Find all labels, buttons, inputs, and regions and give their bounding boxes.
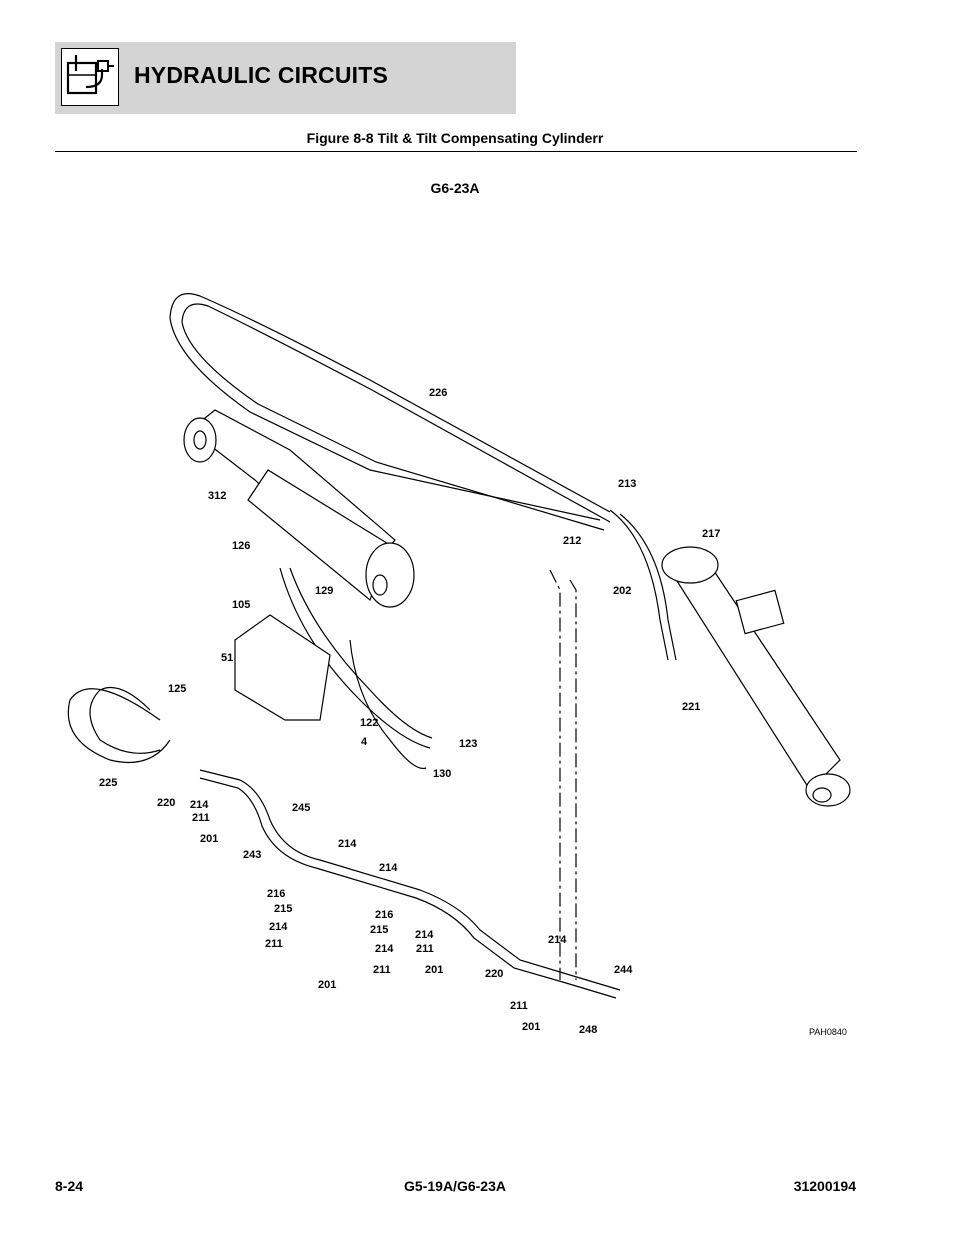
callout-211: 211 — [192, 812, 210, 824]
callout-214: 214 — [548, 934, 567, 946]
callout-125: 125 — [168, 683, 186, 695]
callout-202: 202 — [613, 585, 631, 597]
callout-122: 122 — [360, 717, 378, 729]
callout-226: 226 — [429, 387, 447, 399]
callout-201: 201 — [200, 833, 218, 845]
callout-248: 248 — [579, 1024, 597, 1036]
callout-215: 215 — [274, 903, 292, 915]
callout-212: 212 — [563, 535, 581, 547]
callout-211: 211 — [373, 964, 391, 976]
callout-216: 216 — [267, 888, 285, 900]
model-label: G6-23A — [430, 180, 480, 196]
callout-4: 4 — [361, 736, 368, 748]
callout-214: 214 — [190, 799, 209, 811]
callout-312: 312 — [208, 490, 226, 502]
callout-216: 216 — [375, 909, 393, 921]
callout-105: 105 — [232, 599, 250, 611]
doc-number: 31200194 — [793, 1178, 856, 1194]
callout-214: 214 — [415, 929, 434, 941]
callout-211: 211 — [510, 1000, 528, 1012]
callout-213: 213 — [618, 478, 636, 490]
drawing-code: PAH0840 — [809, 1027, 847, 1037]
callout-211: 211 — [416, 943, 434, 955]
callout-129: 129 — [315, 585, 333, 597]
callout-214: 214 — [269, 921, 288, 933]
callout-130: 130 — [433, 768, 451, 780]
callout-215: 215 — [370, 924, 388, 936]
callout-225: 225 — [99, 777, 117, 789]
section-title: HYDRAULIC CIRCUITS — [134, 62, 389, 88]
callout-214: 214 — [375, 943, 394, 955]
callout-211: 211 — [265, 938, 283, 950]
callout-126: 126 — [232, 540, 250, 552]
callout-51: 51 — [221, 652, 233, 664]
callout-214: 214 — [338, 838, 357, 850]
figure-caption: Figure 8-8 Tilt & Tilt Compensating Cyli… — [306, 130, 604, 146]
callout-123: 123 — [459, 738, 477, 750]
callout-201: 201 — [522, 1021, 540, 1033]
callout-220: 220 — [485, 968, 503, 980]
callout-243: 243 — [243, 849, 261, 861]
footer-models: G5-19A/G6-23A — [404, 1178, 506, 1194]
callout-245: 245 — [292, 802, 310, 814]
callout-201: 201 — [425, 964, 443, 976]
callout-220: 220 — [157, 797, 175, 809]
callout-217: 217 — [702, 528, 720, 540]
header-band — [55, 42, 516, 114]
callout-221: 221 — [682, 701, 700, 713]
hydraulic-reservoir-icon — [61, 48, 119, 106]
callout-214: 214 — [379, 862, 398, 874]
header-rule — [55, 151, 857, 152]
callout-201: 201 — [318, 979, 336, 991]
callout-244: 244 — [614, 964, 633, 976]
page-number: 8-24 — [55, 1178, 84, 1194]
